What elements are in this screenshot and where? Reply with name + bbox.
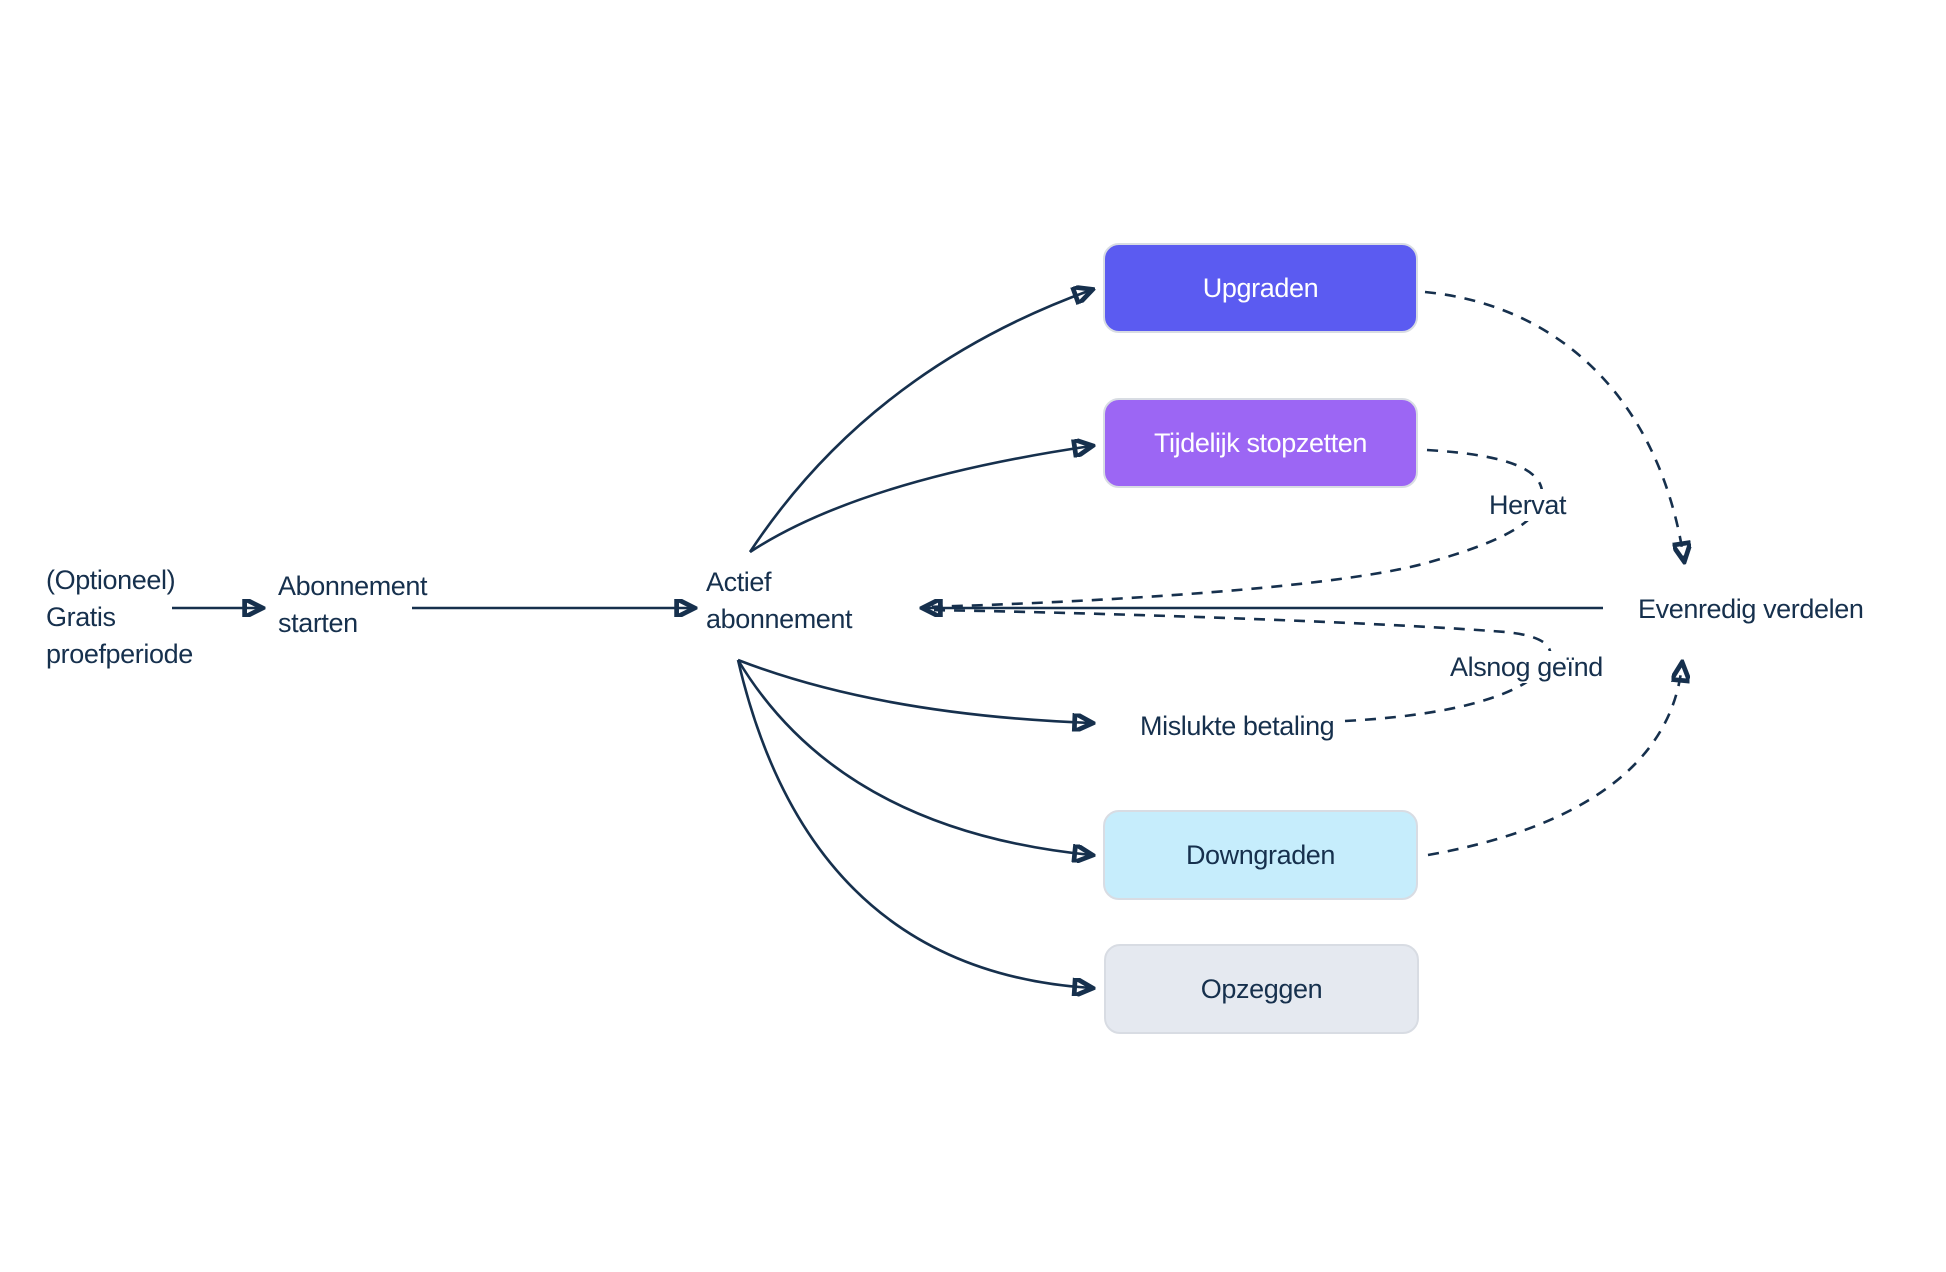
state-box-upgrade: Upgraden — [1103, 243, 1418, 333]
edge-pause-resume-dashed — [925, 448, 1544, 609]
edge-active-to-downgrade — [736, 659, 1091, 855]
edge-active-to-cancel — [736, 659, 1091, 988]
node-active-subscription: Actief abonnement — [706, 567, 853, 634]
node-start-subscription: Abonnement starten — [278, 571, 428, 638]
edge-active-to-upgrade — [748, 290, 1091, 553]
edge-upgrade-to-prorate-dashed — [1424, 290, 1684, 560]
edge-failed-payment-collected-dashed — [925, 608, 1552, 723]
edge-label-collected: Alsnog geïnd — [1443, 651, 1610, 683]
edge-active-to-pause — [749, 446, 1091, 554]
edge-active-to-failed-payment — [737, 658, 1091, 723]
state-box-cancel: Opzeggen — [1104, 944, 1419, 1034]
node-prorate: Evenredig verdelen — [1638, 594, 1864, 624]
state-box-pause: Tijdelijk stopzetten — [1103, 398, 1418, 488]
edge-label-resume: Hervat — [1482, 489, 1574, 521]
node-optional-free-trial: (Optioneel) Gratis proefperiode — [46, 565, 193, 669]
node-failed-payment: Mislukte betaling — [1140, 711, 1335, 741]
state-box-downgrade: Downgraden — [1103, 810, 1418, 900]
edge-downgrade-to-prorate-dashed — [1427, 664, 1682, 857]
